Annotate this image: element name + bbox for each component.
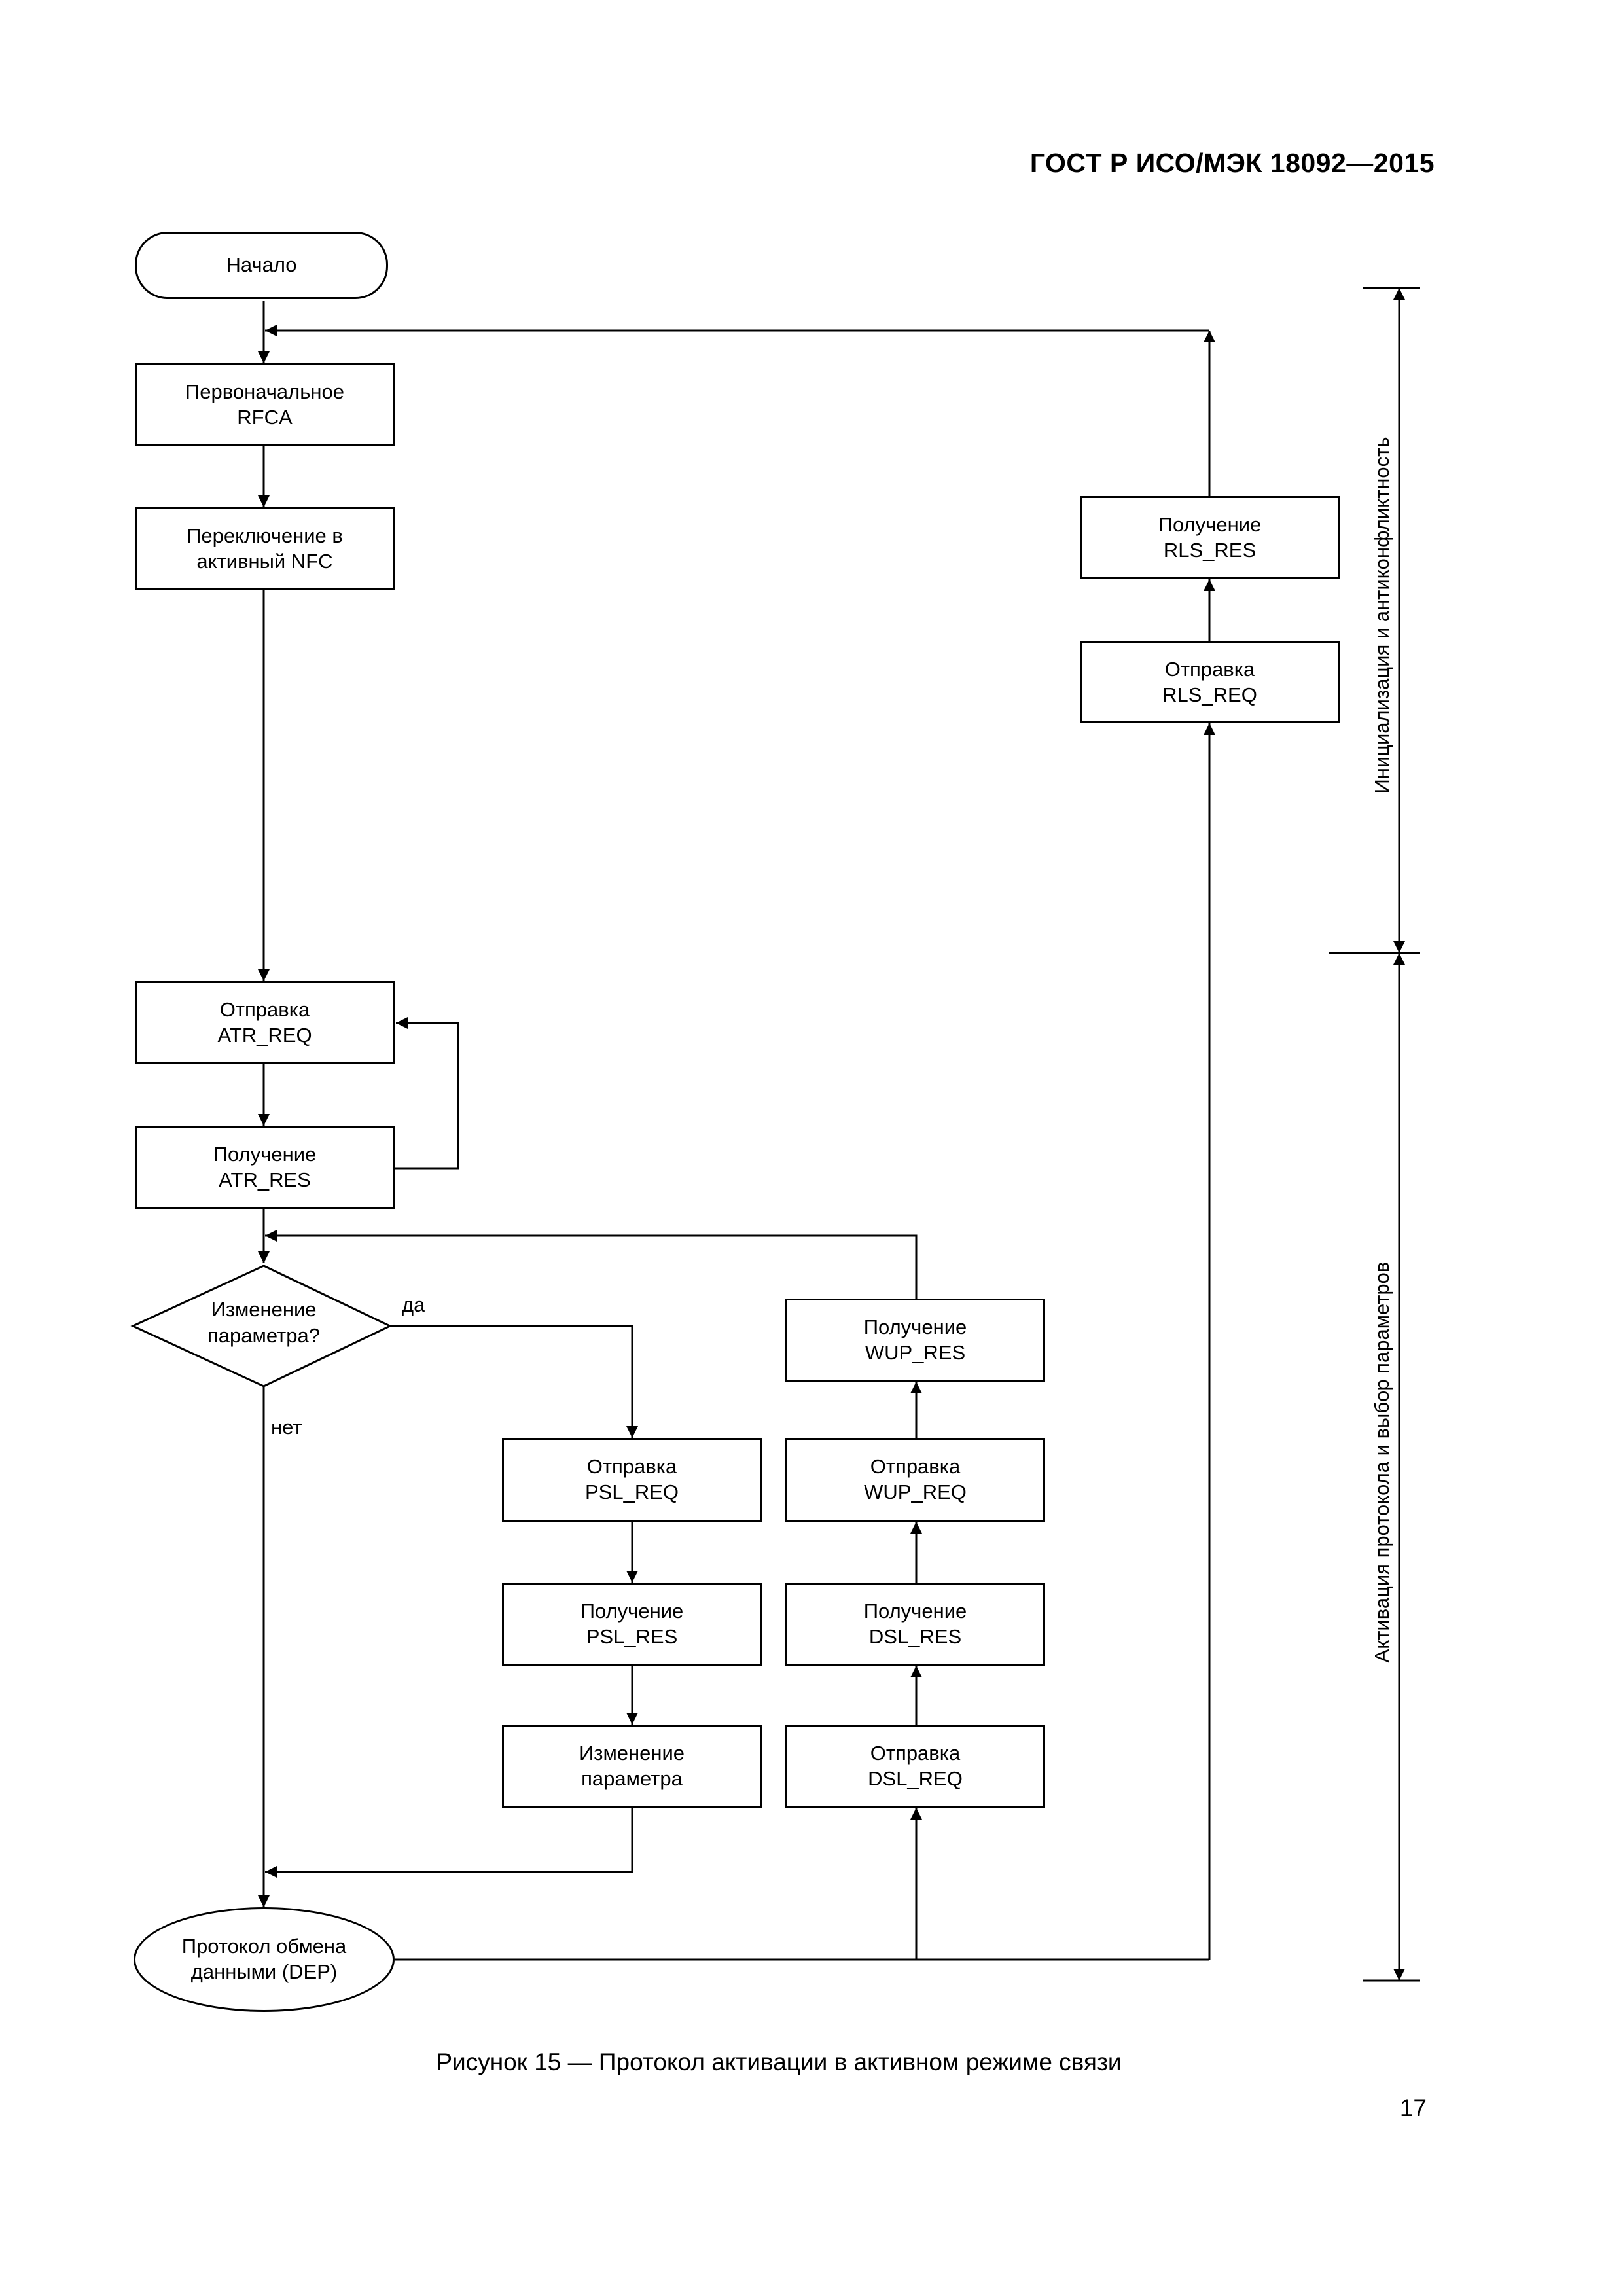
document-header: ГОСТ Р ИСО/МЭК 18092—2015	[1029, 148, 1435, 178]
yes-branch-label: да	[402, 1293, 425, 1316]
phase-label-activation: Активация протокола и выбор параметров	[1370, 1261, 1393, 1663]
decision-diamond-label: Изменение параметра?	[207, 1298, 320, 1348]
send-psl-req-box: Отправка PSL_REQ	[502, 1438, 762, 1522]
recv-dsl-res-box: Получение DSL_RES	[785, 1583, 1045, 1666]
phase-label-initialization: Инициализация и антиконфликтность	[1370, 437, 1393, 794]
no-branch-label: нет	[271, 1416, 302, 1439]
recv-atr-res-box: Получение ATR_RES	[135, 1126, 395, 1209]
recv-rls-res-box: Получение RLS_RES	[1080, 496, 1340, 579]
send-dsl-req-box: Отправка DSL_REQ	[785, 1725, 1045, 1808]
send-rls-req-box: Отправка RLS_REQ	[1080, 641, 1340, 723]
initial-rfca-box: Первоначальное RFCA	[135, 363, 395, 446]
change-parameter-box: Изменение параметра	[502, 1725, 762, 1808]
send-wup-req-box: Отправка WUP_REQ	[785, 1438, 1045, 1522]
send-atr-req-box: Отправка ATR_REQ	[135, 981, 395, 1064]
page-number: 17	[1399, 2094, 1427, 2121]
dep-terminal: Протокол обмена данными (DEP)	[134, 1907, 395, 2012]
recv-psl-res-box: Получение PSL_RES	[502, 1583, 762, 1666]
switch-nfc-box: Переключение в активный NFC	[135, 507, 395, 590]
figure-caption: Рисунок 15 — Протокол активации в активн…	[436, 2049, 1122, 2075]
start-terminal: Начало	[135, 232, 388, 299]
recv-wup-res-box: Получение WUP_RES	[785, 1299, 1045, 1382]
